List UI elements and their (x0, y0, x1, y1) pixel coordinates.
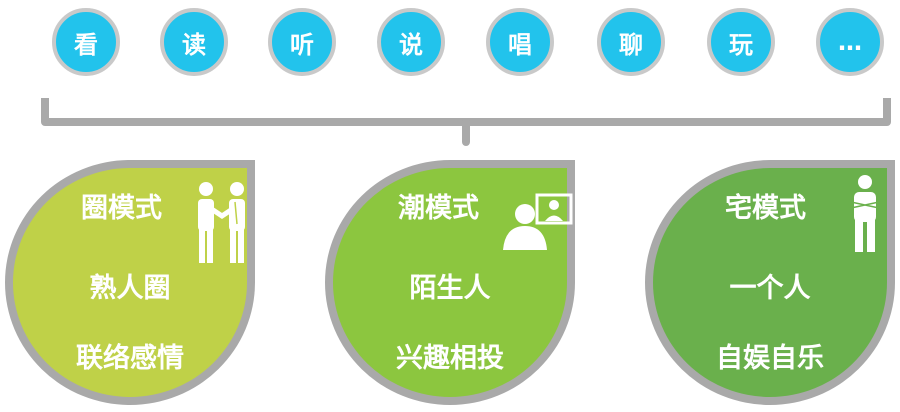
handshake-people-icon (198, 182, 245, 263)
activity-circle-shuo: 说 (377, 8, 445, 76)
video-chat-person-icon (503, 193, 573, 250)
activity-circle-du: 读 (160, 8, 228, 76)
mode-petal-circle: 圈模式 熟人圈 联络感情 (5, 160, 255, 405)
mode-line-audience: 陌生人 (409, 273, 491, 304)
activity-circle-ting: 听 (268, 8, 336, 76)
activity-circle-kan: 看 (52, 8, 120, 76)
activity-circle-more: … (816, 8, 884, 76)
activity-circle-chang: 唱 (486, 8, 554, 76)
mode-line-purpose: 自娱自乐 (716, 343, 824, 374)
standing-person-icon (850, 175, 880, 252)
mode-petal-trend: 潮模式 陌生人 兴趣相投 (325, 160, 575, 405)
mode-title: 宅模式 (725, 193, 806, 224)
mode-line-audience: 一个人 (729, 273, 811, 304)
activity-circle-liao: 聊 (597, 8, 665, 76)
mode-title: 圈模式 (81, 193, 162, 224)
mode-line-purpose: 联络感情 (76, 343, 184, 374)
mode-petal-home: 宅模式 一个人 自娱自乐 (645, 160, 895, 405)
mode-line-audience: 熟人圈 (89, 273, 171, 304)
activity-circle-wan: 玩 (707, 8, 775, 76)
mode-line-purpose: 兴趣相投 (396, 343, 504, 374)
grouping-bracket (41, 98, 891, 146)
mode-title: 潮模式 (398, 193, 479, 224)
